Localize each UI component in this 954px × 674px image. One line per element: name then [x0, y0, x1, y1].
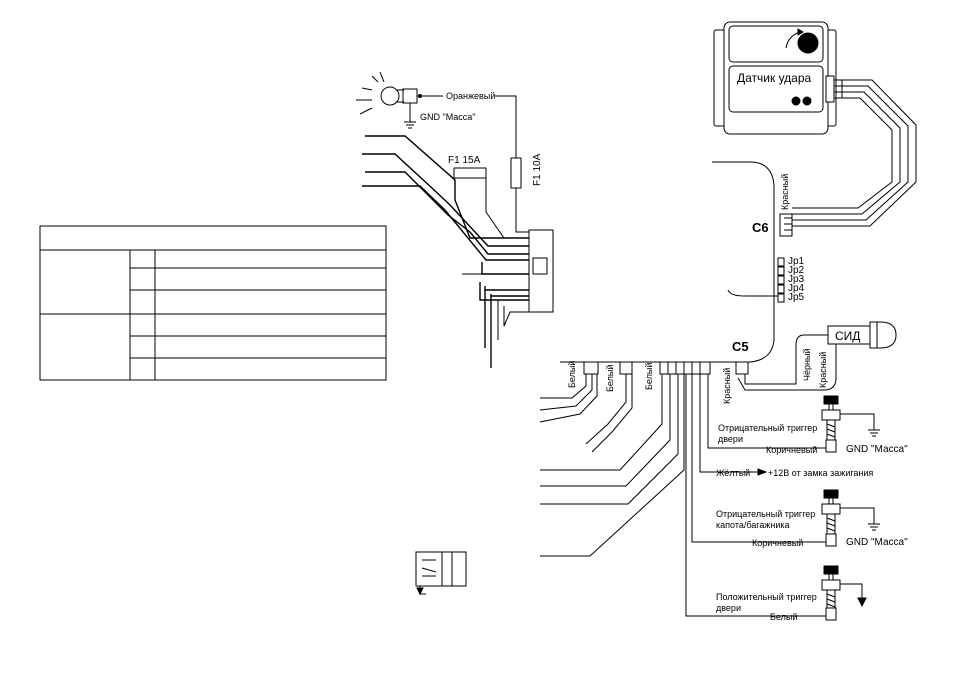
relay-symbol: [415, 551, 467, 596]
lamp: [356, 71, 443, 129]
door-positive-line1: Положительный триггер: [716, 592, 817, 602]
jumper-jp5: Jp5: [788, 292, 805, 303]
jumper-jp3: Jp3: [788, 274, 805, 285]
trigger-wires: [685, 374, 830, 617]
led-black-wire-label: Чёрный: [802, 349, 812, 381]
led-red-wire-label: Красный: [818, 352, 828, 388]
door-negative-line2: двери: [718, 434, 743, 444]
fuse-f1-label: F1 15A: [448, 155, 481, 166]
main-harness-wires: [362, 135, 529, 368]
hood-negative-line1: Отрицательный триггер: [716, 509, 815, 519]
door-positive-wire-label: Белый: [770, 612, 797, 622]
bottom-white-wire-1: Белый: [567, 361, 577, 388]
jumper-jp4: Jp4: [788, 283, 805, 294]
hood-negative-gnd: GND "Масса": [846, 537, 908, 548]
door-negative-wire-label: Коричневый: [766, 445, 817, 455]
jumper-block: [777, 257, 785, 303]
door-negative-switch: [821, 395, 880, 453]
shock-sensor-title: Датчик удара: [737, 71, 812, 85]
ignition-label: +12В от замка зажигания: [768, 468, 873, 478]
connector-c6-label: C6: [752, 220, 769, 235]
door-negative-gnd: GND "Масса": [846, 444, 908, 455]
hood-negative-line2: капота/багажника: [716, 520, 790, 530]
bottom-connectors: [583, 361, 749, 375]
door-positive-switch: [821, 565, 867, 621]
bottom-red-wire: Красный: [722, 368, 732, 404]
c6-wire-label: Красный: [780, 174, 790, 210]
empty-table: [39, 225, 387, 381]
hood-negative-switch: [821, 489, 880, 547]
door-positive-line2: двери: [716, 603, 741, 613]
sensor-cable: [792, 79, 917, 227]
connector-c5-label: C5: [732, 339, 749, 354]
led: [737, 321, 897, 391]
fuse-f1-15a: [453, 167, 487, 179]
yellow-wire-label: Жёлтый: [716, 468, 750, 478]
led-label: СИД: [835, 329, 860, 343]
shock-sensor: [713, 21, 837, 135]
hood-negative-wire-label: Коричневый: [752, 538, 803, 548]
bottom-white-wire-2: Белый: [605, 365, 615, 392]
jumper-jp2: Jp2: [788, 265, 805, 276]
jumper-jp1: Jp1: [788, 256, 805, 267]
alarm-unit-outline: [560, 161, 775, 363]
bottom-white-wire-3: Белый: [644, 363, 654, 390]
main-power-connector: [528, 229, 554, 313]
lamp-wire-label: Оранжевый: [446, 91, 495, 101]
door-negative-line1: Отрицательный триггер: [718, 423, 817, 433]
bottom-left-wires: [539, 374, 685, 557]
fuse-f1-10a: [510, 157, 522, 189]
fuse-f2-label: F1 10A: [532, 153, 543, 186]
connector-c6: [779, 213, 793, 237]
lamp-ground-label: GND "Масса": [420, 112, 476, 122]
